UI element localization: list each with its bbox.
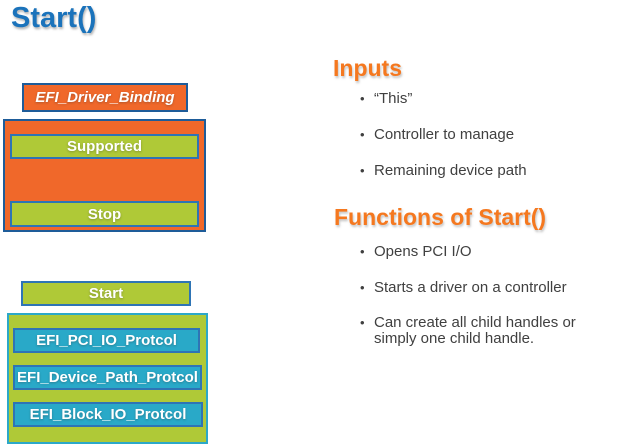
start-box: Start <box>21 281 191 306</box>
inputs-heading: Inputs <box>333 55 402 81</box>
list-item: • Opens PCI I/O <box>360 244 472 260</box>
function-bullet-starts-driver: Starts a driver on a controller <box>374 279 567 296</box>
efi-block-io-protocol-label: EFI_Block_IO_Protcol <box>29 406 187 423</box>
function-bullet-child-handles: Can create all child handles or simply o… <box>374 314 576 347</box>
list-item: • Starts a driver on a controller <box>360 280 567 296</box>
input-bullet-controller: Controller to manage <box>374 126 515 143</box>
list-item: • Controller to manage <box>360 127 514 143</box>
efi-driver-binding-label: EFI_Driver_Binding <box>35 89 175 106</box>
list-item: • Can create all child handles or simply… <box>360 315 606 347</box>
stop-box: Stop <box>10 201 199 227</box>
efi-device-path-protocol-label: EFI_Device_Path_Protcol <box>17 369 198 386</box>
bullet-icon: • <box>360 91 365 106</box>
start-label: Start <box>88 285 124 302</box>
supported-box: Supported <box>10 134 199 159</box>
efi-block-io-protocol-box: EFI_Block_IO_Protcol <box>13 402 203 427</box>
efi-device-path-protocol-box: EFI_Device_Path_Protcol <box>13 365 202 390</box>
stop-label: Stop <box>87 205 122 223</box>
functions-heading: Functions of Start() <box>334 204 547 230</box>
bullet-icon: • <box>360 163 365 178</box>
bullet-icon: • <box>360 315 365 330</box>
list-item: • Remaining device path <box>360 163 527 179</box>
function-bullet-opens-pci: Opens PCI I/O <box>374 243 472 260</box>
input-bullet-this: “This” <box>374 90 413 107</box>
bullet-icon: • <box>360 280 365 295</box>
supported-label: Supported <box>67 138 142 155</box>
bullet-icon: • <box>360 127 365 142</box>
efi-pci-io-protocol-label: EFI_PCI_IO_Protcol <box>36 332 177 349</box>
input-bullet-device-path: Remaining device path <box>374 162 527 179</box>
list-item: • “This” <box>360 91 412 107</box>
page-title: Start() <box>11 2 97 34</box>
efi-pci-io-protocol-box: EFI_PCI_IO_Protcol <box>13 328 200 353</box>
efi-driver-binding-box: EFI_Driver_Binding <box>22 83 188 112</box>
bullet-icon: • <box>360 244 365 259</box>
